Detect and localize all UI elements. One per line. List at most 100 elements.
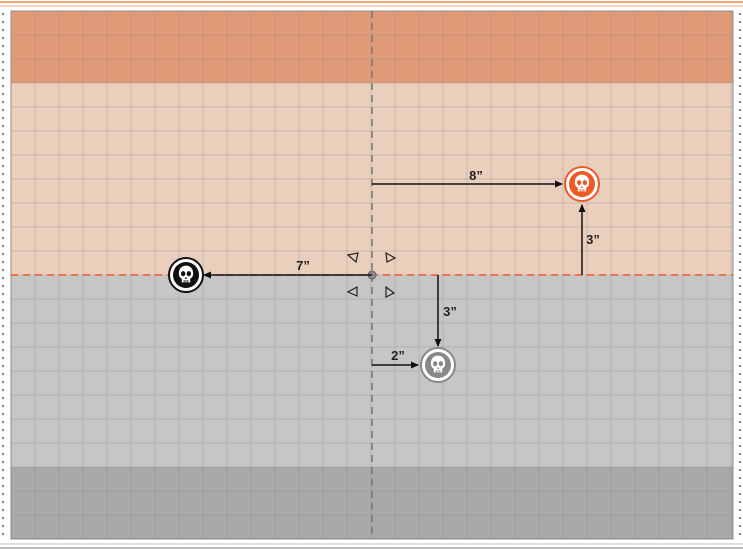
border-dot (738, 452, 742, 456)
border-dot (738, 164, 742, 168)
border-dot (1, 372, 5, 376)
border-dot (1, 444, 5, 448)
border-dot (1, 276, 5, 280)
border-dot (1, 396, 5, 400)
triangle-outline-icon (385, 251, 397, 263)
triangle-outline-icon (385, 285, 396, 298)
border-dot (738, 44, 742, 48)
border-dot (738, 380, 742, 384)
border-dot (1, 44, 5, 48)
border-dot (738, 428, 742, 432)
measurements: 8” 3” 7” 3” 2” (203, 168, 600, 369)
border-dot (1, 524, 5, 528)
black-skull-marker[interactable] (168, 257, 204, 293)
border-dot (738, 220, 742, 224)
measurement-grey-horizontal: 2” (372, 348, 419, 369)
border-dot (738, 284, 742, 288)
border-dot (1, 124, 5, 128)
border-dot (738, 148, 742, 152)
triangle-outline-icon (346, 252, 359, 264)
border-dot (738, 364, 742, 368)
border-dot (738, 500, 742, 504)
border-dot (738, 332, 742, 336)
border-dot (738, 244, 742, 248)
border-dot (738, 300, 742, 304)
border-dot (1, 52, 5, 56)
border-dot (1, 500, 5, 504)
border-dot (738, 84, 742, 88)
border-dot (1, 316, 5, 320)
distance-label: 2” (391, 348, 405, 363)
border-dot (738, 36, 742, 40)
border-dot (1, 220, 5, 224)
border-dot (1, 100, 5, 104)
grey-skull-marker[interactable] (420, 347, 456, 383)
border-dot (738, 420, 742, 424)
border-dot (1, 84, 5, 88)
distance-label: 8” (469, 168, 483, 183)
border-dot (1, 348, 5, 352)
border-dot (1, 332, 5, 336)
border-dot (1, 388, 5, 392)
border-dot (1, 68, 5, 72)
border-dot (1, 452, 5, 456)
grid (11, 11, 733, 539)
border-dot (738, 508, 742, 512)
border-dot (1, 428, 5, 432)
border-dot (738, 172, 742, 176)
border-dot (738, 460, 742, 464)
border-dot (738, 28, 742, 32)
border-dot (738, 180, 742, 184)
border-dot (1, 300, 5, 304)
border-dot (1, 260, 5, 264)
border-dot (738, 124, 742, 128)
border-dot (1, 164, 5, 168)
distance-label: 3” (586, 232, 600, 247)
border-dot (738, 228, 742, 232)
border-dot (738, 92, 742, 96)
measurement-orange-horizontal: 8” (372, 168, 563, 188)
border-dot (1, 284, 5, 288)
border-dot (1, 148, 5, 152)
border-dot (1, 420, 5, 424)
border-dot (738, 100, 742, 104)
border-dot (738, 116, 742, 120)
distance-label: 3” (443, 304, 457, 319)
border-dot (738, 340, 742, 344)
border-dot (1, 308, 5, 312)
border-dot (738, 52, 742, 56)
border-dot (738, 236, 742, 240)
border-dot (1, 36, 5, 40)
border-dot (1, 12, 5, 16)
border-dot (1, 516, 5, 520)
orange-skull-marker[interactable] (564, 166, 600, 202)
border-dot (738, 76, 742, 80)
border-dot (1, 188, 5, 192)
border-dot (1, 340, 5, 344)
border-dot (1, 204, 5, 208)
border-dot (1, 236, 5, 240)
border-dot (1, 460, 5, 464)
measurement-grey-vertical: 3” (434, 275, 457, 347)
border-dot (1, 252, 5, 256)
border-dot (738, 20, 742, 24)
border-dot (738, 348, 742, 352)
border-dot (1, 228, 5, 232)
border-dot (738, 444, 742, 448)
border-dot (738, 308, 742, 312)
border-dot (738, 204, 742, 208)
border-dot (738, 60, 742, 64)
border-dot (738, 252, 742, 256)
border-dot (1, 76, 5, 80)
border-dot (738, 484, 742, 488)
border-dot (738, 532, 742, 536)
border-dot (1, 244, 5, 248)
border-dot (738, 436, 742, 440)
border-dot (738, 108, 742, 112)
border-dot (738, 404, 742, 408)
border-dot (1, 28, 5, 32)
border-dot (1, 92, 5, 96)
border-dot (738, 524, 742, 528)
